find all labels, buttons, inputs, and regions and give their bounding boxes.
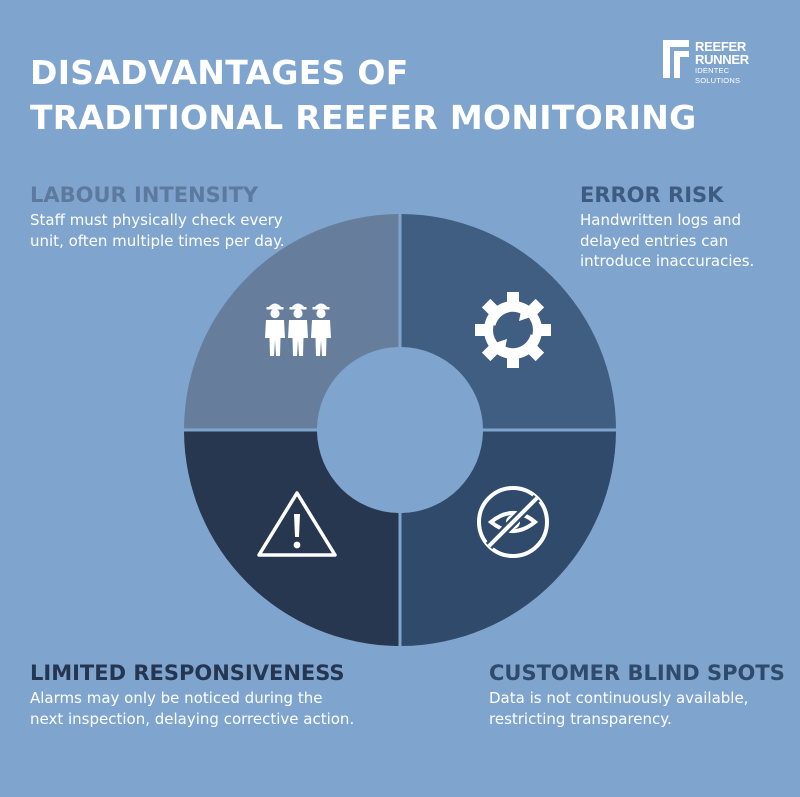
error-risk-heading: ERROR RISK	[580, 183, 724, 207]
customer-blind-spots-heading: CUSTOMER BLIND SPOTS	[489, 661, 785, 685]
labour-intensity-heading: LABOUR INTENSITY	[30, 183, 259, 207]
gear-refresh-icon	[475, 292, 551, 368]
logo-wordmark: REEFER RUNNER IDENTEC SOLUTIONS	[695, 40, 773, 86]
segment-customer-blind-spots	[401, 431, 616, 646]
title-line-1: DISADVANTAGES OF	[30, 53, 409, 92]
title-line-2: TRADITIONAL REEFER MONITORING	[30, 98, 697, 137]
reefer-runner-logo-icon	[663, 40, 689, 78]
eye-crossed-icon	[477, 486, 549, 558]
limited-responsiveness-heading: LIMITED RESPONSIVENESS	[30, 661, 345, 685]
page-title: DISADVANTAGES OF TRADITIONAL REEFER MONI…	[30, 50, 697, 140]
customer-blind-spots-text: Data is not continuously available, rest…	[489, 689, 749, 728]
limited-responsiveness-text: Alarms may only be noticed during the ne…	[30, 689, 355, 728]
warning-icon	[257, 491, 337, 557]
logo-line-3: IDENTEC SOLUTIONS	[695, 66, 741, 85]
segment-limited-responsiveness	[184, 431, 399, 646]
logo-line-1: REEFER	[695, 39, 746, 54]
error-risk-block: ERROR RISK Handwritten logs and delayed …	[580, 182, 790, 272]
error-risk-text: Handwritten logs and delayed entries can…	[580, 211, 755, 270]
workers-icon	[265, 303, 331, 356]
customer-blind-spots-block: CUSTOMER BLIND SPOTS Data is not continu…	[489, 660, 789, 729]
labour-intensity-text: Staff must physically check every unit, …	[30, 211, 285, 250]
logo-line-2: RUNNER	[695, 52, 749, 67]
brand-logo: REEFER RUNNER IDENTEC SOLUTIONS	[663, 40, 773, 85]
labour-intensity-block: LABOUR INTENSITY Staff must physically c…	[30, 182, 290, 251]
limited-responsiveness-block: LIMITED RESPONSIVENESS Alarms may only b…	[30, 660, 360, 729]
